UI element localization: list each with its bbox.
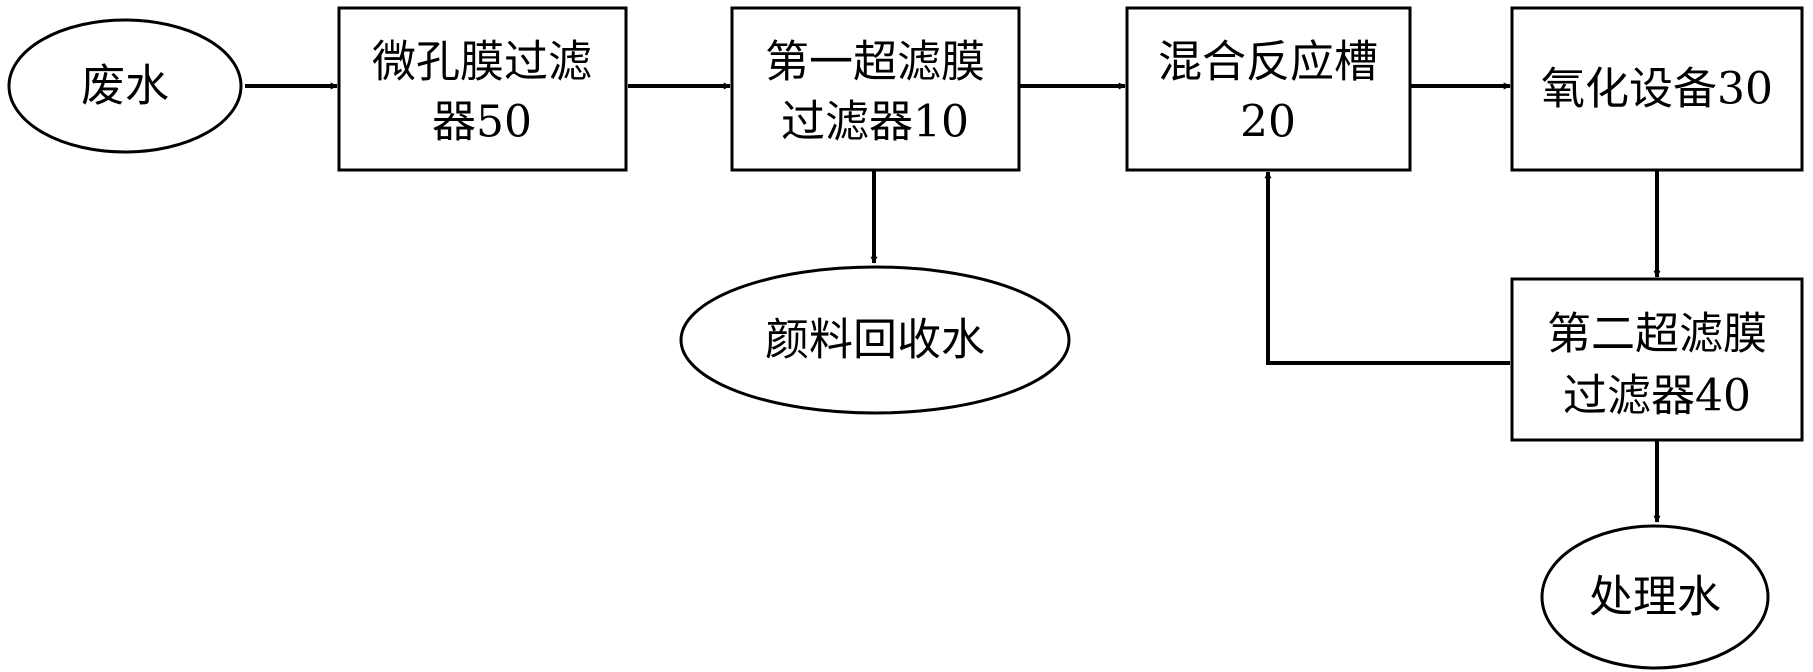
- node-oxidizer-label: 氧化设备30: [1541, 64, 1773, 115]
- node-pigment-water: 颜料回收水: [679, 265, 1071, 415]
- node-uf2-label-line-2: 过滤器40: [1563, 371, 1751, 422]
- node-uf2-shape: [1510, 277, 1804, 442]
- node-mix-tank-label-line-2: 20: [1240, 97, 1296, 148]
- node-treated-water-label: 处理水: [1589, 572, 1721, 623]
- node-pigment-water-label: 颜料回收水: [765, 315, 985, 366]
- node-microfilter: 微孔膜过滤 器50: [337, 6, 628, 172]
- node-uf2: 第二超滤膜 过滤器40: [1510, 277, 1804, 442]
- node-uf1-shape: [730, 6, 1021, 172]
- node-uf1: 第一超滤膜 过滤器10: [730, 6, 1021, 172]
- node-wastewater-shape: [7, 18, 243, 154]
- node-uf1-label-line-2: 过滤器10: [781, 97, 969, 148]
- node-microfilter-label-line-2: 器50: [432, 97, 532, 148]
- node-uf2-label-line-1: 第二超滤膜: [1547, 309, 1767, 360]
- edge-uf2-to-mix-tank: [1264, 171, 1510, 365]
- node-wastewater-label: 废水: [81, 61, 169, 112]
- node-microfilter-shape: [337, 6, 628, 172]
- node-mix-tank: 混合反应槽 20: [1125, 6, 1412, 172]
- node-treated-water: 处理水: [1540, 524, 1770, 670]
- node-uf1-label-line-1: 第一超滤膜: [765, 37, 985, 88]
- edges: [245, 82, 1661, 523]
- node-wastewater: 废水: [7, 18, 243, 154]
- node-mix-tank-shape: [1125, 6, 1412, 172]
- node-pigment-water-shape: [679, 265, 1071, 415]
- node-mix-tank-label-line-1: 混合反应槽: [1158, 37, 1378, 88]
- node-oxidizer-shape: [1510, 6, 1804, 172]
- node-treated-water-shape: [1540, 524, 1770, 670]
- node-microfilter-label-line-1: 微孔膜过滤: [372, 37, 592, 88]
- node-oxidizer: 氧化设备30: [1510, 6, 1804, 172]
- nodes: 废水 微孔膜过滤 器50 第一超滤膜 过滤器10 混合反应槽 20 氧化设备30…: [7, 6, 1804, 670]
